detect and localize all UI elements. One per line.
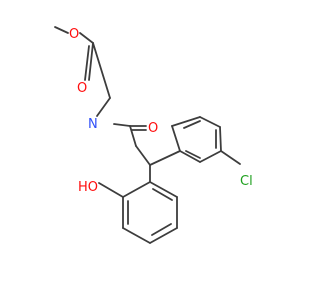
bond-layer	[54, 26, 241, 244]
molecule-structure: O O N O Cl HO	[54, 26, 253, 244]
bond-ring2-3	[149, 227, 178, 244]
bond-carbonyl-methylene	[92, 42, 111, 99]
bond-amide-carbon-methylene	[129, 125, 137, 147]
bond-ester-carbonyl-double-b	[84, 45, 90, 81]
bond-ring2-1	[149, 181, 178, 198]
bond-ring-chlorine	[220, 150, 241, 165]
bond-ring1-7	[179, 150, 201, 163]
bond-methylene-methine	[135, 145, 151, 166]
bond-ester-carbonyl-double-a	[88, 42, 94, 81]
atom-label-layer: O O N O Cl HO	[69, 27, 253, 195]
amide-oxygen-label: O	[148, 121, 158, 136]
bond-ring2-inner-2	[151, 223, 172, 236]
bond-ring2-4	[122, 227, 151, 244]
bond-ring1-1	[149, 150, 181, 166]
bond-ester-oxygen-carbonyl	[79, 32, 94, 44]
bond-methylene-nitrogen	[96, 97, 111, 117]
bond-ring1-inner-1	[183, 120, 201, 129]
bond-ring1-5	[219, 126, 222, 152]
bond-ring2-inner-1	[152, 188, 173, 201]
chlorine-label: Cl	[240, 174, 253, 189]
bond-nitrogen-amide-carbon	[113, 123, 131, 127]
bond-ring1-4	[199, 116, 221, 128]
bond-ring2-6	[122, 181, 151, 198]
hydroxyl-label: HO	[78, 180, 98, 195]
bond-methyl-ester-oxygen	[54, 26, 69, 34]
ester-carbonyl-oxygen-label: O	[77, 81, 87, 96]
bond-ring1-6	[199, 150, 222, 163]
bond-ring1-3	[171, 116, 201, 127]
bond-ring-hydroxyl	[98, 182, 124, 198]
bond-ring1-inner-3	[185, 150, 201, 159]
ester-oxygen-label: O	[69, 27, 79, 42]
bond-ring1-2	[171, 125, 181, 152]
amide-nitrogen-label: N	[88, 117, 98, 132]
